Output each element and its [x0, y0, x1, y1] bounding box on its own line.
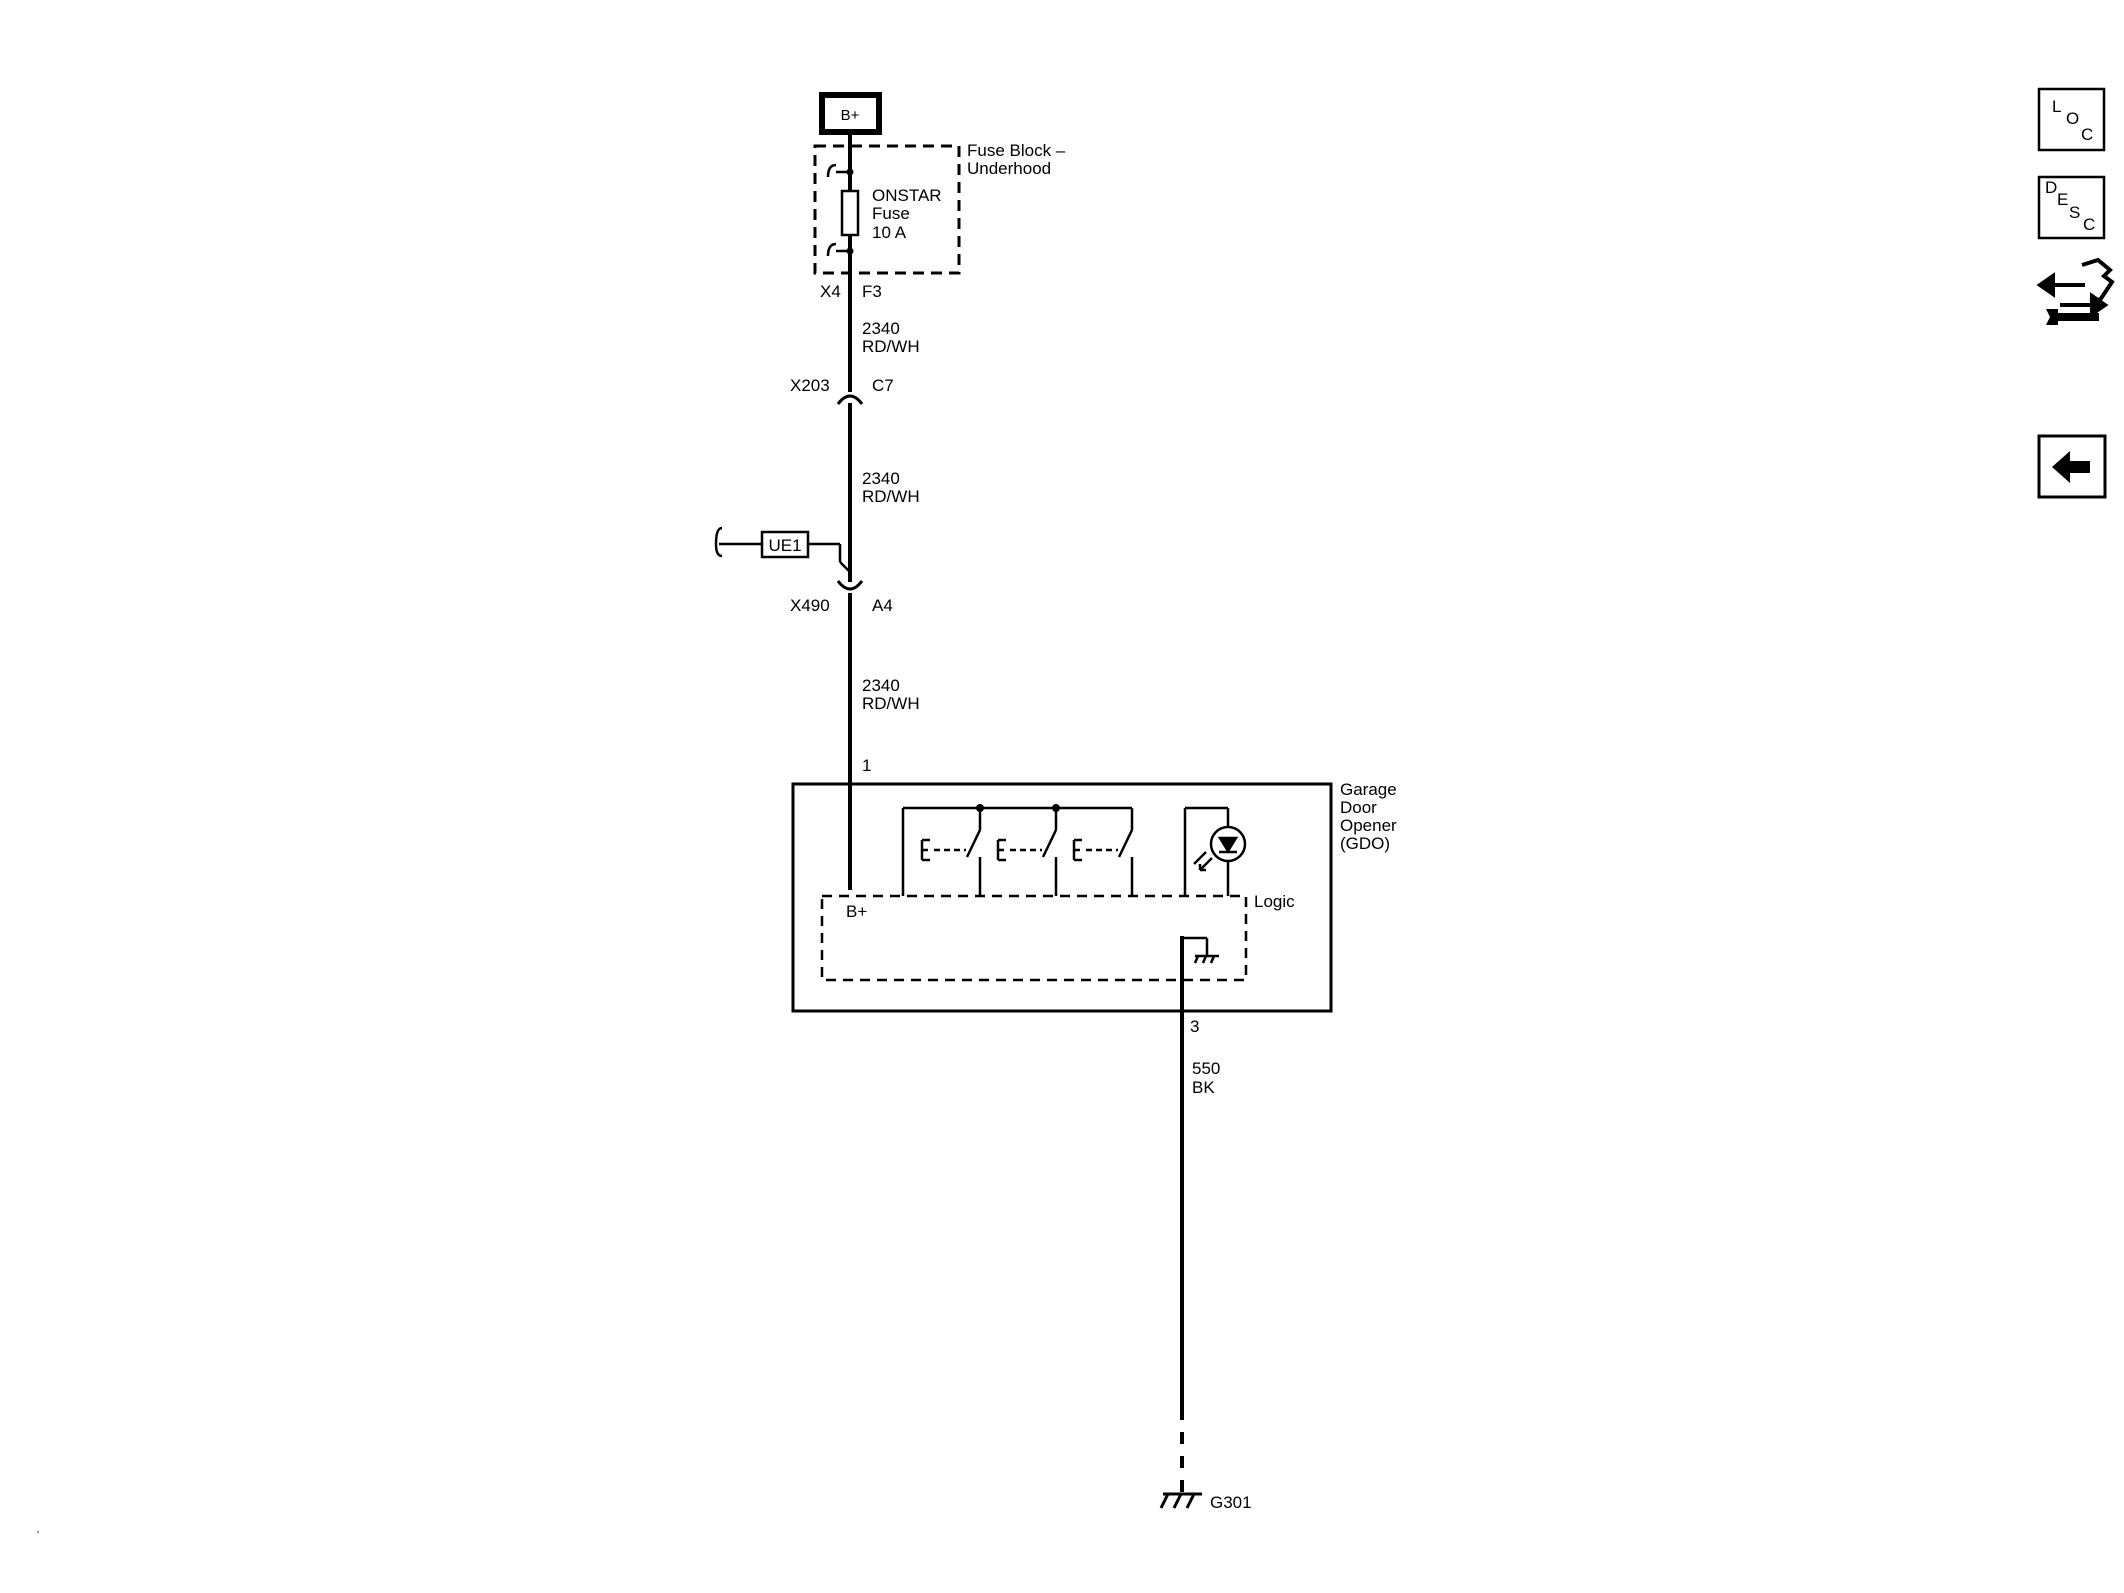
ground-wire-circuit: 550	[1192, 1059, 1220, 1078]
wire-circuit-2: 2340	[862, 469, 900, 488]
connector-pin-a4: A4	[872, 596, 893, 615]
wire-color-3: RD/WH	[862, 694, 920, 713]
fuse-block-name-line1: Fuse Block –	[967, 141, 1066, 160]
ground-g301: G301	[1159, 1492, 1252, 1512]
back-button[interactable]	[2037, 434, 2107, 499]
module-bplus: B+	[846, 902, 867, 921]
ground-wire-color: BK	[1192, 1078, 1215, 1097]
module-name-line4: (GDO)	[1340, 834, 1390, 853]
wire-circuit-1: 2340	[862, 319, 900, 338]
module-pin-in: 1	[862, 756, 871, 775]
power-source: B+	[819, 92, 882, 135]
back-arrow-icon	[2052, 451, 2090, 483]
option-code-label: UE1	[768, 536, 801, 555]
description-button-c: C	[2083, 215, 2095, 234]
fuse-rating: 10 A	[872, 223, 907, 242]
fuse-type: Fuse	[872, 204, 910, 223]
connector-id-x490: X490	[790, 596, 830, 615]
description-button-e: E	[2057, 190, 2068, 209]
inline-connector-x490: X490 A4	[790, 580, 893, 615]
wire-color-1: RD/WH	[862, 337, 920, 356]
connector-id-x203: X203	[790, 376, 830, 395]
description-button-s: S	[2069, 203, 2080, 222]
module-name-line2: Door	[1340, 798, 1377, 817]
option-branch-ue1: UE1	[714, 526, 851, 573]
module-name-line1: Garage	[1340, 780, 1397, 799]
ground-id: G301	[1210, 1493, 1252, 1512]
inline-connector-x203: X203 C7	[790, 376, 894, 405]
wire-color-2: RD/WH	[862, 487, 920, 506]
description-button[interactable]: D E S C	[2037, 175, 2106, 240]
module-name-line3: Opener	[1340, 816, 1397, 835]
connector-pin-c7: C7	[872, 376, 894, 395]
description-button-d: D	[2045, 178, 2057, 197]
fuse-connector: X4	[820, 282, 841, 301]
switch-bank	[901, 806, 1134, 896]
led-indicator	[1183, 806, 1247, 896]
connector-repair-icon[interactable]	[2036, 257, 2115, 325]
fuse-pin: F3	[862, 282, 882, 301]
garage-door-opener-module: Garage Door Opener (GDO) 1 B+ Logic	[791, 756, 1397, 1036]
location-button-o: O	[2066, 109, 2079, 128]
stray-dot	[36, 1530, 40, 1534]
fuse-block: Fuse Block – Underhood	[813, 141, 1066, 275]
location-button[interactable]: L O C	[2037, 87, 2106, 152]
location-button-l: L	[2052, 97, 2061, 116]
wire-circuit-3: 2340	[862, 676, 900, 695]
module-internal-ground	[1182, 936, 1219, 964]
module-pin-out: 3	[1190, 1017, 1199, 1036]
fuse: ONSTAR Fuse 10 A X4 F3	[820, 163, 942, 301]
power-source-label: B+	[841, 107, 860, 124]
fuse-block-name-line2: Underhood	[967, 159, 1051, 178]
location-button-c: C	[2081, 125, 2093, 144]
module-logic: Logic	[1254, 892, 1295, 911]
fuse-name: ONSTAR	[872, 186, 942, 205]
